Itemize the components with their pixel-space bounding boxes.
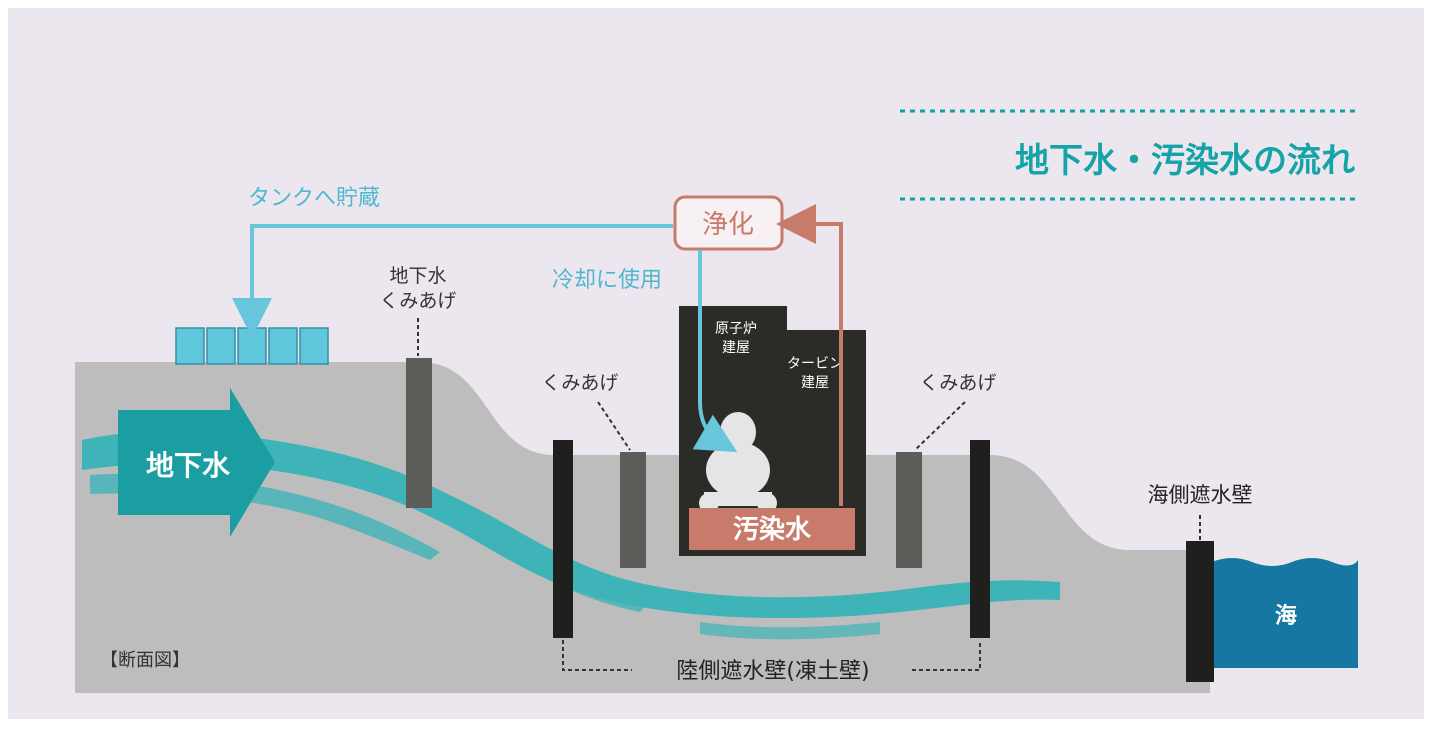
cooling-label: 冷却に使用 <box>552 268 662 293</box>
sea <box>1212 558 1358 668</box>
pump-left-leader <box>597 401 631 451</box>
storage-line <box>232 224 673 338</box>
pump-well-right <box>896 452 922 568</box>
land-wall-right <box>970 440 990 638</box>
groundwater-arrow <box>118 388 275 537</box>
groundwater-arrow-label: 地下水 <box>146 449 231 482</box>
storage-tanks <box>175 327 329 365</box>
land-wall-leader-left <box>562 640 632 671</box>
purify-label: 浄化 <box>702 210 754 240</box>
storage-label: タンクへ貯蔵 <box>248 186 380 211</box>
contaminated-water-label: 汚染水 <box>733 515 812 545</box>
pump-well-left <box>620 452 646 568</box>
sea-label: 海 <box>1275 603 1297 629</box>
cross-section-label: 【断面図】 <box>100 650 190 671</box>
groundwater-pump-label-line1: 地下水 <box>389 265 446 287</box>
land-wall-leader-right <box>912 640 981 671</box>
pump-right-leader <box>914 401 966 451</box>
purify-line <box>776 204 843 506</box>
pump-right-label: くみあげ <box>920 372 997 394</box>
pump-left-label: くみあげ <box>542 372 619 394</box>
turbine-label-line2: 建屋 <box>801 375 829 391</box>
groundwater-pump-label-line2: くみあげ <box>380 290 457 312</box>
cooling-line <box>692 250 738 453</box>
reactor-label-line1: 原子炉 <box>715 321 757 337</box>
diagram-title: 地下水・汚染水の流れ <box>1015 141 1355 181</box>
groundwater-pump-well <box>406 358 432 508</box>
sea-side-wall <box>1186 541 1214 682</box>
land-wall-label: 陸側遮水壁(凍土壁) <box>676 659 869 684</box>
land-wall-left <box>553 440 573 638</box>
contaminated-water-box <box>689 508 855 550</box>
turbine-label-line1: タービン <box>787 356 843 372</box>
sea-wall-label: 海側遮水壁 <box>1148 483 1253 507</box>
reactor-label-line2: 建屋 <box>722 340 750 356</box>
